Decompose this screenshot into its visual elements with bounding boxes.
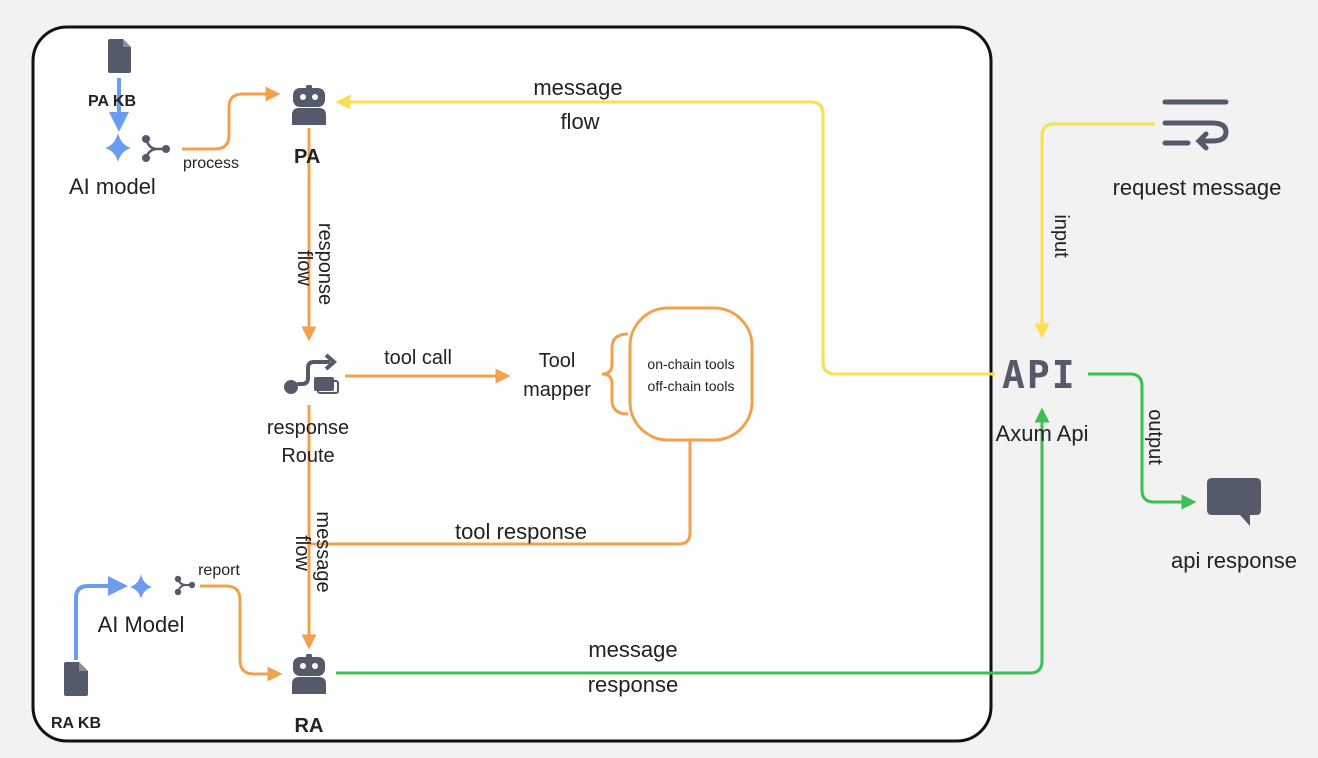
document-icon [64, 662, 88, 696]
api-response-label: api response [1171, 548, 1297, 573]
route-icon [284, 353, 339, 394]
chat-bubble-icon [1207, 478, 1261, 526]
pa-label: PA [294, 146, 320, 168]
message-flow-top-label-1: message [533, 75, 622, 100]
response-flow-label-1: response [314, 223, 336, 305]
tools-box [628, 306, 754, 442]
system-container [31, 25, 993, 743]
input-label: input [1050, 214, 1072, 258]
ra-kb-label: RA KB [51, 715, 101, 732]
branch-icon [141, 134, 171, 163]
pa-kb-label: PA KB [88, 93, 136, 110]
report-arrow [200, 584, 283, 682]
tool-call-label: tool call [384, 347, 452, 369]
message-flow-mid-label-2: flow [291, 535, 313, 571]
tool-response-line [309, 440, 692, 546]
report-label: report [198, 562, 240, 579]
sparkle-icon [105, 133, 131, 162]
robot-icon [292, 85, 326, 125]
response-route-label-2: Route [281, 445, 334, 467]
message-flow-top-label-2: flow [560, 109, 599, 134]
response-route-label-1: response [267, 417, 349, 439]
input-arrow [1034, 122, 1155, 339]
document-icon [108, 39, 131, 73]
output-label: output [1144, 409, 1166, 465]
robot-icon [292, 654, 326, 694]
message-flow-mid-label-1: message [312, 511, 334, 592]
wrap-text-icon [1162, 99, 1229, 151]
output-arrow [1088, 372, 1197, 510]
api-icon: API [1002, 353, 1077, 397]
response-flow-label-2: flow [293, 250, 315, 286]
ra-kb-arrow [74, 576, 128, 660]
ai-model-top-label: AI model [69, 174, 156, 199]
sparkle-icon [130, 574, 152, 599]
process-label: process [183, 155, 239, 172]
ra-label: RA [295, 715, 324, 737]
message-response-label-1: message [588, 637, 677, 662]
tool-mapper-label-1: Tool [539, 350, 576, 372]
off-chain-tools-label: off-chain tools [648, 378, 735, 394]
on-chain-tools-label: on-chain tools [647, 356, 734, 372]
ai-model-bottom-label: AI Model [98, 612, 185, 637]
request-message-label: request message [1113, 175, 1282, 200]
message-response-arrow [336, 407, 1050, 675]
brace-shape [601, 332, 629, 416]
axum-api-label: Axum Api [996, 421, 1089, 446]
process-arrow [182, 86, 281, 151]
message-response-label-2: response [588, 672, 679, 697]
message-flow-top-arrow [335, 94, 995, 376]
tool-response-label: tool response [455, 519, 587, 544]
tool-mapper-label-2: mapper [523, 379, 591, 401]
branch-icon [174, 575, 196, 596]
